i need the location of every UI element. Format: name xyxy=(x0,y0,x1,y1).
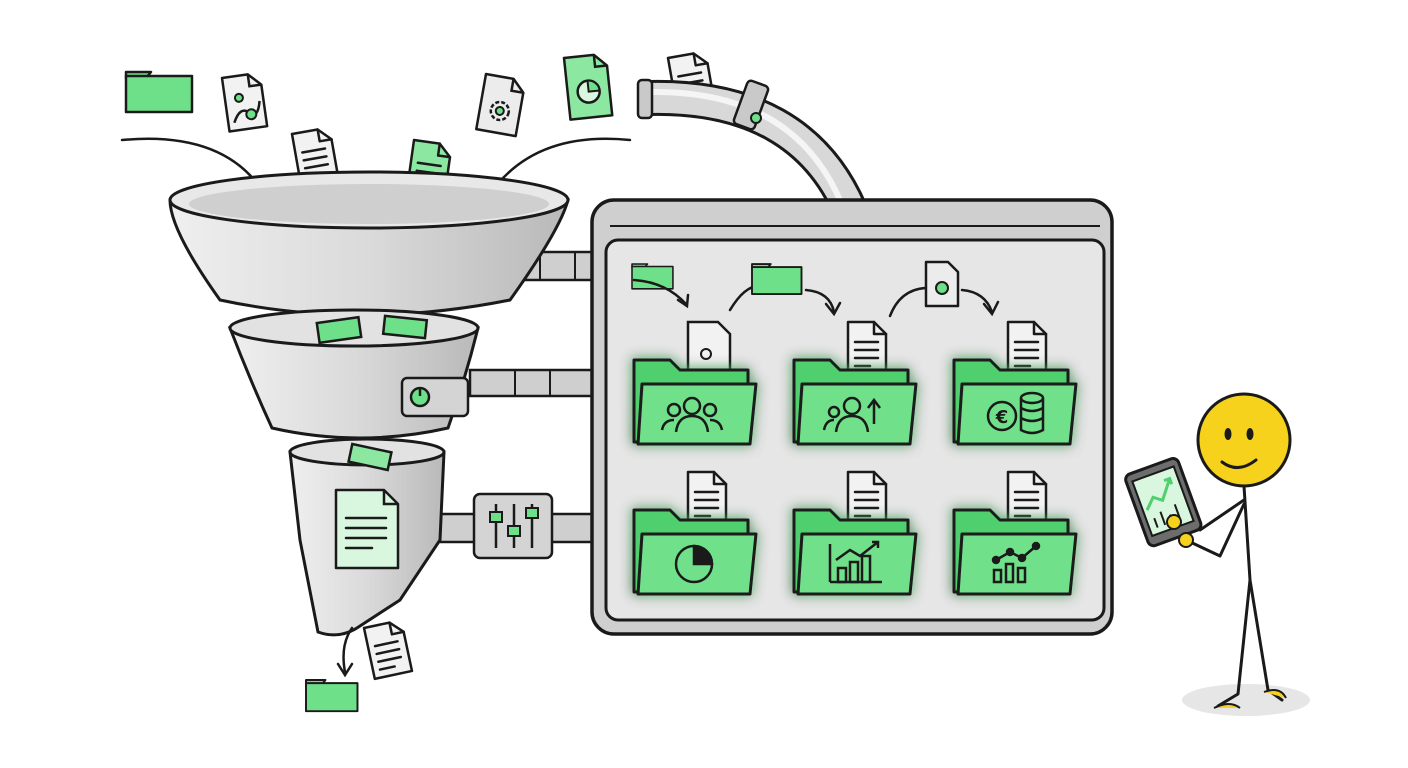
folder-line-chart[interactable] xyxy=(952,470,1078,596)
folder-people[interactable] xyxy=(632,320,758,446)
arched-input-pipe xyxy=(636,78,880,222)
pie-chart-icon xyxy=(674,544,714,584)
text-file-icon xyxy=(362,618,414,681)
funnel-top-bowl xyxy=(168,170,570,317)
euro-coins-icon: € xyxy=(986,391,1045,435)
sliders-icon xyxy=(472,492,554,560)
funnel-middle-bowl xyxy=(227,308,480,440)
funnel xyxy=(168,170,612,637)
sorting-cabinet: € xyxy=(590,198,1114,636)
settings-file-icon xyxy=(924,260,960,308)
folder-icon xyxy=(305,679,359,713)
pie-chart-file-icon xyxy=(562,53,614,121)
funnel-bottom-spout xyxy=(288,437,446,637)
svg-text:€: € xyxy=(995,407,1009,428)
line-chart-icon xyxy=(991,541,1041,584)
middle-pipe xyxy=(468,368,602,398)
bar-chart-growth-icon xyxy=(828,540,882,584)
folder-finance[interactable]: € xyxy=(952,320,1078,446)
rejected-output xyxy=(305,618,414,713)
sorting-flow xyxy=(631,260,1000,318)
folder-bar-chart[interactable] xyxy=(792,470,918,596)
folder-pie-chart[interactable] xyxy=(632,470,758,596)
person-figure xyxy=(1124,392,1310,716)
incoming-files xyxy=(124,50,716,199)
image-file-icon xyxy=(220,73,269,133)
dial-icon xyxy=(400,376,470,418)
folder-team-growth[interactable] xyxy=(792,320,918,446)
people-icon xyxy=(660,396,724,433)
team-growth-icon xyxy=(822,396,881,433)
folder-icon xyxy=(124,70,194,114)
settings-file-icon xyxy=(475,72,525,138)
